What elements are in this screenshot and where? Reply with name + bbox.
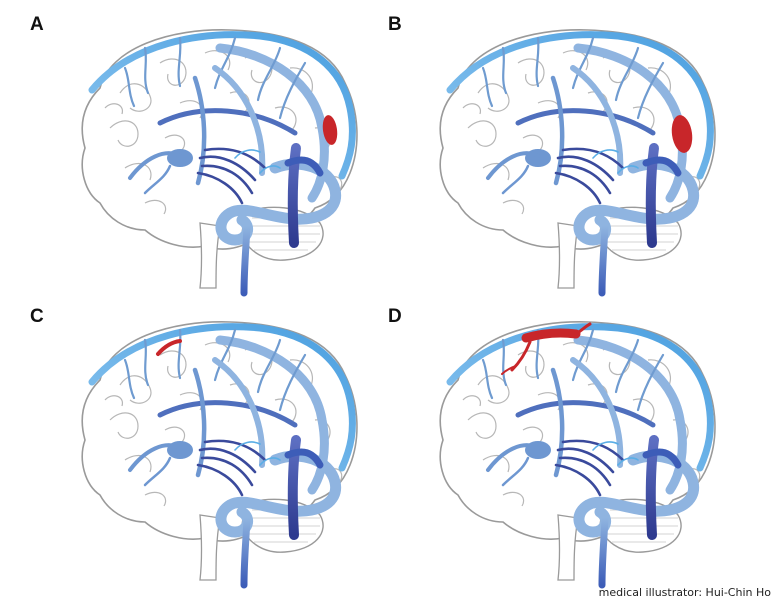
thrombus-marker bbox=[501, 322, 592, 375]
panel-label: B bbox=[388, 14, 402, 35]
panel-c: C bbox=[30, 300, 390, 590]
panel-b: B bbox=[388, 8, 748, 298]
panel-a: A bbox=[30, 8, 390, 298]
brain-venous-illustration bbox=[30, 8, 390, 298]
thrombus-marker bbox=[671, 115, 693, 153]
illustrator-credit: medical illustrator: Hui-Chin Ho bbox=[598, 586, 771, 599]
panel-label: C bbox=[30, 306, 44, 327]
panel-d: D bbox=[388, 300, 748, 590]
panel-label: A bbox=[30, 14, 44, 35]
brain-venous-illustration bbox=[388, 300, 748, 590]
brain-venous-illustration bbox=[388, 8, 748, 298]
thrombus-marker bbox=[156, 339, 182, 356]
thrombus-marker bbox=[322, 115, 338, 145]
brain-venous-illustration bbox=[30, 300, 390, 590]
panel-label: D bbox=[388, 306, 402, 327]
